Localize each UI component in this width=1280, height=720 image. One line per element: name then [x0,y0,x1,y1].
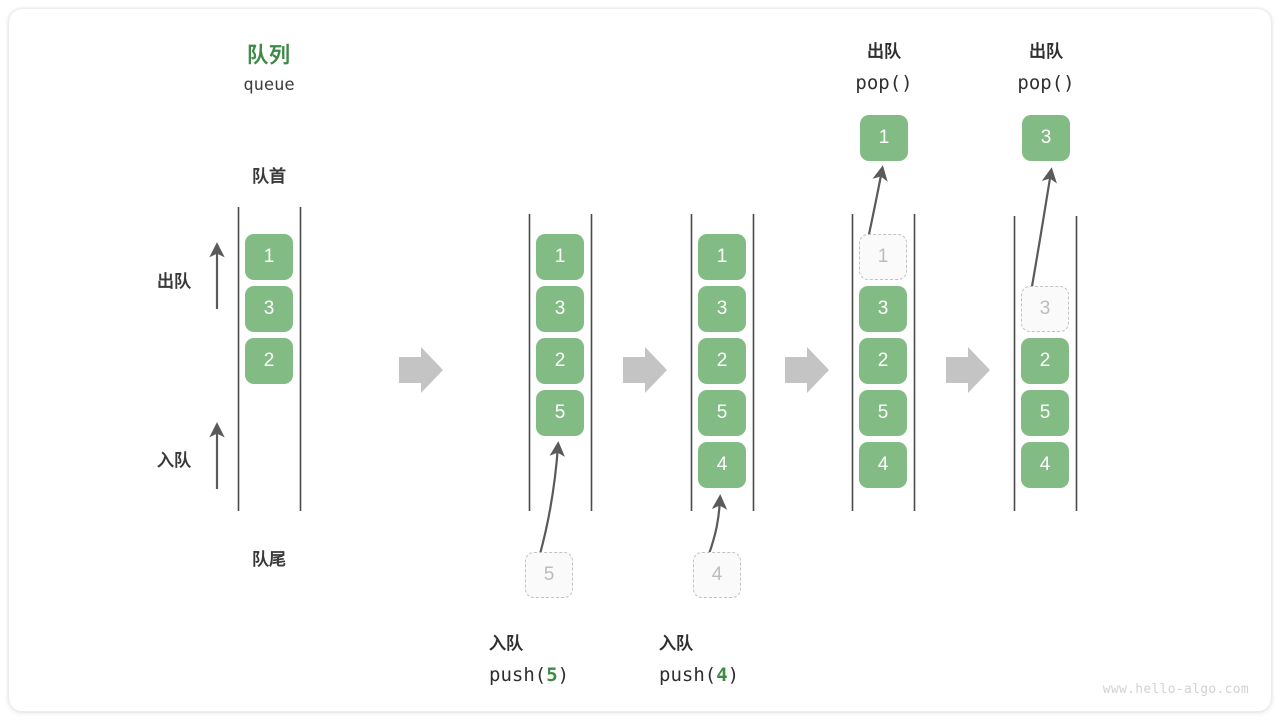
transition-arrow-1 [399,347,443,393]
rails-stage-3 [851,214,916,511]
transition-arrow-4 [946,347,990,393]
queue-cell[interactable]: 5 [859,390,907,436]
transition-arrow-3 [785,347,829,393]
push5-arrow [538,441,565,555]
push5-caption-cn: 入队 [489,634,523,653]
push4-code-suffix: ) [727,664,740,686]
push5-code-value: 5 [546,664,558,686]
rails-stage-4 [1013,216,1078,511]
queue-cell[interactable]: 3 [245,286,293,332]
queue-cell[interactable]: 4 [1021,442,1069,488]
queue-cell[interactable]: 2 [245,338,293,384]
rails-stage-2 [690,214,755,511]
rails-stage-1 [528,214,593,511]
queue-cell-new[interactable]: 4 [698,442,746,488]
queue-cell-removed: 1 [859,234,907,280]
queue-tail-label: 队尾 [252,550,286,569]
queue-cell[interactable]: 2 [859,338,907,384]
dequeue-label: 出队 [157,272,191,291]
pending-push-cell: 4 [693,552,741,598]
queue-cell[interactable]: 2 [536,338,584,384]
vector-layer [209,165,1078,555]
page-subtitle: queue [243,75,295,95]
diagram-card: 队列 queue 队首 队尾 出队 入队 1 3 2 1 3 2 5 5 入队 … [8,8,1272,712]
queue-cell[interactable]: 3 [859,286,907,332]
pop1-caption-code: pop() [855,72,913,94]
pending-push-cell: 5 [525,552,573,598]
pop3-caption-cn: 出队 [1029,42,1063,61]
queue-cell[interactable]: 3 [536,286,584,332]
queue-cell[interactable]: 2 [1021,338,1069,384]
push5-code-prefix: push( [489,664,547,686]
queue-cell[interactable]: 3 [698,286,746,332]
queue-cell[interactable]: 2 [698,338,746,384]
push5-code-suffix: ) [557,664,570,686]
queue-cell[interactable]: 1 [698,234,746,280]
watermark: www.hello-algo.com [1102,682,1249,697]
pop1-caption-cn: 出队 [867,42,901,61]
popped-cell[interactable]: 1 [860,115,908,161]
push4-code-prefix: push( [659,664,717,686]
transition-arrow-2 [623,347,667,393]
queue-cell-new[interactable]: 5 [536,390,584,436]
queue-head-label: 队首 [252,167,286,186]
page-title: 队列 [247,44,291,67]
queue-cell-removed: 3 [1021,286,1069,332]
enqueue-label: 入队 [157,451,191,470]
queue-cell[interactable]: 5 [1021,390,1069,436]
push4-caption-code: push(4) [659,664,829,686]
rails-stage-0 [237,207,302,511]
queue-cell[interactable]: 4 [859,442,907,488]
queue-cell[interactable]: 1 [536,234,584,280]
pop3-caption-code: pop() [1017,72,1075,94]
push5-caption-code: push(5) [489,664,659,686]
diagram-stage: 队列 queue 队首 队尾 出队 入队 1 3 2 1 3 2 5 5 入队 … [9,9,1271,711]
popped-cell[interactable]: 3 [1022,115,1070,161]
push4-caption-cn: 入队 [659,634,693,653]
push4-arrow [707,494,728,555]
push4-code-value: 4 [716,664,728,686]
queue-cell[interactable]: 5 [698,390,746,436]
queue-cell[interactable]: 1 [245,234,293,280]
